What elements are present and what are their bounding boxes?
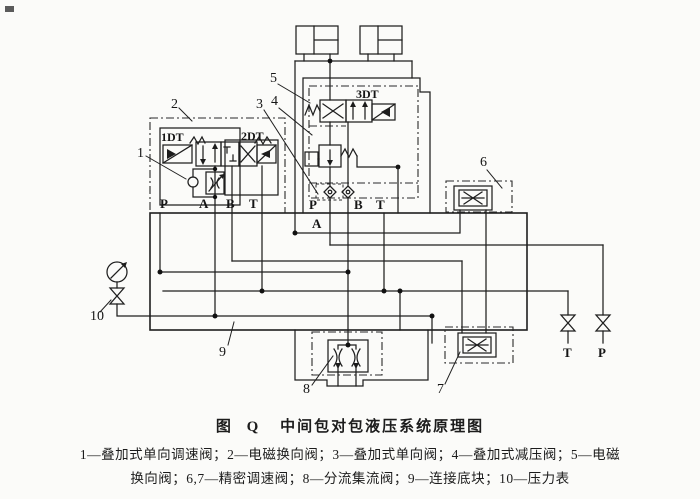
leader-lines [99,83,503,386]
manifold-block-9 [149,209,604,344]
valve-block-right [302,77,431,214]
port-label-left-b: B [226,196,235,211]
pressure-gauge-10 [106,261,128,289]
port-label-left-t: T [249,196,258,211]
component-number-8: 8 [303,382,310,397]
solenoid-label-1dt: 1DT [161,130,184,144]
port-label-right-t: T [376,197,385,212]
component-number-7: 7 [437,382,444,397]
port-label-right-a: A [312,216,322,231]
component-number-1: 1 [137,146,144,161]
top-cylinder-right [359,25,403,55]
scan-artifact [5,6,14,12]
speed-valve-7 [444,260,514,364]
solenoid-valve-5: 3DT [304,87,396,123]
reducing-valve-4 [304,121,401,214]
port-label-left-p: P [160,196,168,211]
outlet-valve-t: T [559,290,577,360]
speed-control-valve-1 [187,165,225,317]
port-label-right-b: B [354,197,363,212]
legend-line-1: 1—叠加式单向调速阀；2—电磁换向阀；3—叠加式单向阀；4—叠加式减压阀；5—电… [79,447,621,462]
top-cylinder-left [295,25,339,55]
component-number-4: 4 [271,94,278,109]
hydraulic-schematic: 3DT P B T A [90,25,612,397]
figure-caption: 图 Q 中间包对包液压系统原理图 [0,415,700,436]
legend-line-2: 换向阀；6,7—精密调速阀；8—分流集流阀；9—连接底块；10—压力表 [130,471,570,486]
component-number-9: 9 [219,345,226,360]
component-number-10: 10 [90,309,104,324]
outlet-label-t: T [563,345,572,360]
figure-code: Q [246,419,260,435]
port-label-right-p: P [309,197,317,212]
component-number-6: 6 [480,155,487,170]
flow-divider-8 [294,329,429,387]
outlet-label-p: P [598,345,606,360]
directional-valve-2: 1DT 2DT [161,129,277,167]
figure-label: 图 [215,419,232,435]
port-label-left-a: A [199,196,209,211]
figure-title: 中间包对包液压系统原理图 [280,419,485,435]
solenoid-label-3dt: 3DT [356,87,379,101]
cylinder-piping [294,53,413,234]
component-number-2: 2 [171,97,178,112]
solenoid-label-2dt: 2DT [241,129,264,143]
gauge-shutoff-valve [108,287,151,317]
component-number-5: 5 [270,71,277,86]
component-number-3: 3 [256,97,263,112]
outlet-valve-p: P [594,244,612,360]
speed-valve-6 [445,180,513,334]
